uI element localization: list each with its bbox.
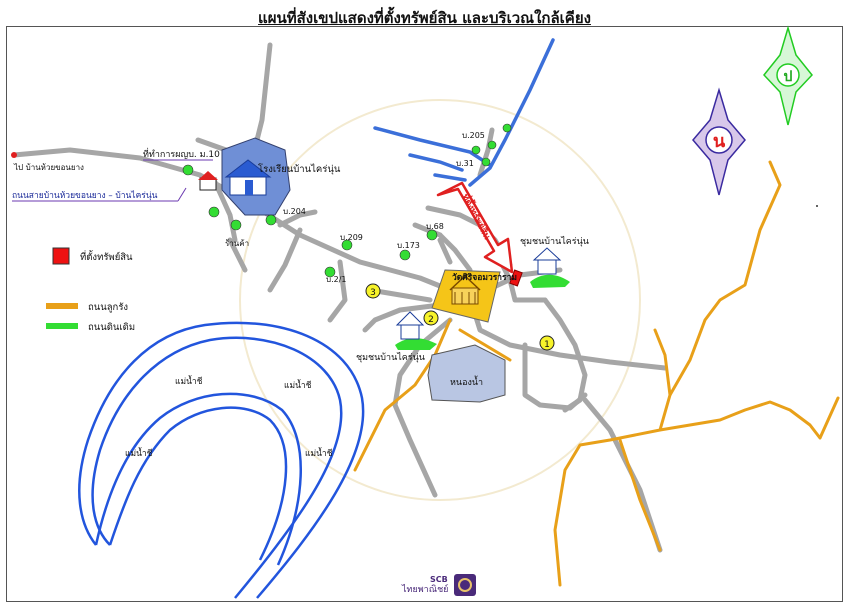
legend-laterite-swatch xyxy=(46,303,78,309)
marker-1: 1 xyxy=(539,335,555,351)
river-label-2: แม่น้ำชี xyxy=(284,379,312,391)
community-ne-icon xyxy=(530,247,570,288)
property-arrow xyxy=(436,181,514,274)
to-ban-huai-label: ไป บ้านห้วยขอนยาง xyxy=(13,163,84,172)
svg-text:3: 3 xyxy=(370,288,376,298)
river-label-4: แม่น้ำชี xyxy=(305,447,333,459)
svg-text:2: 2 xyxy=(428,315,434,325)
legend-dirt-label: ถนนดินเดิม xyxy=(88,322,135,333)
village-office-icon xyxy=(198,171,218,191)
community-ne-label: ชุมชนบ้านไคร่นุ่น xyxy=(520,236,589,247)
legend-property-label: ที่ตั้งทรัพย์สิน xyxy=(80,250,133,263)
svg-text:น: น xyxy=(713,131,726,152)
origin-dot xyxy=(11,152,17,158)
laterite-roads xyxy=(353,160,840,587)
river-chi xyxy=(78,321,365,599)
marker-2: 2 xyxy=(423,310,439,326)
house-31-label: บ.31 xyxy=(456,159,474,168)
svg-text:1: 1 xyxy=(544,340,550,350)
svg-text:ป: ป xyxy=(784,69,793,85)
map-title: แผนที่สังเขปแสดงที่ตั้งทรัพย์สิน และบริเ… xyxy=(258,9,591,27)
pond-shape xyxy=(427,344,506,403)
village-office-label: ที่ทำการผญบ. ม.10 xyxy=(143,147,220,160)
right-badge-icon: ป xyxy=(763,25,813,126)
left-badge-icon: น xyxy=(692,87,746,196)
map-frame xyxy=(6,26,843,602)
legend: ที่ตั้งทรัพย์สิน ถนนลูกรัง ถนนดินเดิม xyxy=(46,247,135,333)
temple-label: วัดศิริจอมวราราม xyxy=(452,272,517,283)
house-173-label: บ.173 xyxy=(397,241,420,250)
community-sw-label: ชุมชนบ้านไคร่นุ่น xyxy=(356,352,425,363)
pond-label: หนองน้ำ xyxy=(450,375,483,388)
house-204-label: บ.204 xyxy=(283,207,306,216)
radius-circle xyxy=(239,99,641,501)
river-label-1: แม่น้ำชี xyxy=(175,375,203,387)
scb-logo: SCB ไทยพาณิชย์ xyxy=(401,574,476,596)
svg-text:ไทยพาณิชย์: ไทยพาณิชย์ xyxy=(401,583,448,595)
community-sw-icon xyxy=(395,311,437,350)
legend-dirt-swatch xyxy=(46,323,78,329)
house-205-label: บ.205 xyxy=(462,131,485,140)
house-icons xyxy=(182,123,512,278)
road-network xyxy=(11,42,668,553)
house-68-label: บ.68 xyxy=(426,222,444,231)
property-marker xyxy=(509,269,523,287)
legend-laterite-label: ถนนลูกรัง xyxy=(88,302,128,313)
temple-area xyxy=(431,269,501,323)
school-area xyxy=(221,137,291,216)
shop-label: ร้านค้า xyxy=(225,239,249,248)
school-label: โรงเรียนบ้านไคร่นุ่น xyxy=(258,163,341,175)
blue-roads xyxy=(373,38,555,187)
marker-3: 3 xyxy=(365,283,381,299)
svg-text:SCB: SCB xyxy=(430,575,448,584)
house-209-label: บ.209 xyxy=(340,233,363,242)
legend-property-swatch xyxy=(52,247,70,265)
river-label-3: แม่น้ำชี xyxy=(125,447,153,459)
house-2-1-label: บ.2/1 xyxy=(326,275,347,284)
road-name-label: ถนนสายบ้านห้วยขอนยาง – บ้านไคร่นุ่น xyxy=(12,190,158,201)
